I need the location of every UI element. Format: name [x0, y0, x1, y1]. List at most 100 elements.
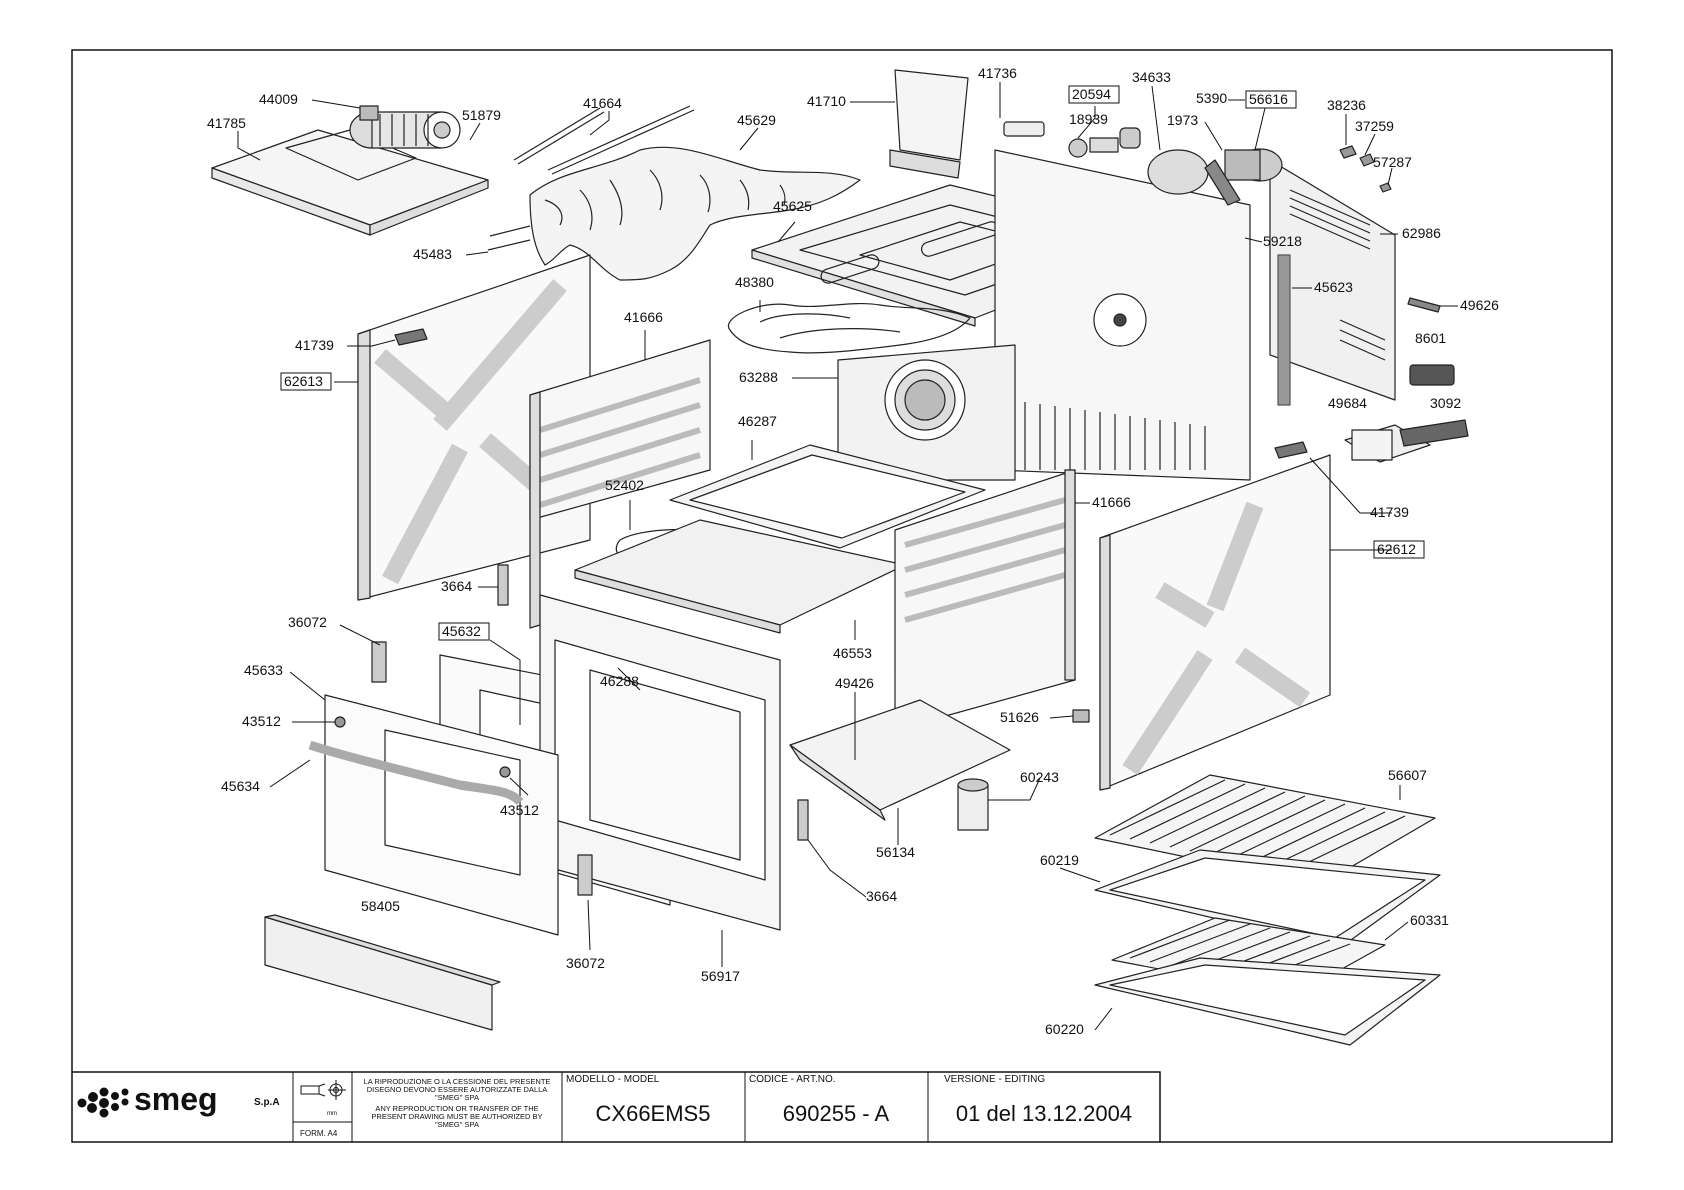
base-tray-drawing	[789, 699, 1011, 821]
version-label: VERSIONE - EDITING	[944, 1074, 1045, 1085]
leader-41664	[589, 111, 610, 136]
part-label-1973: 1973	[1167, 112, 1198, 128]
part-label-56134: 56134	[876, 844, 915, 860]
part-label-48380: 48380	[735, 274, 774, 290]
brand-suffix: S.p.A	[254, 1097, 280, 1108]
leader-60219	[1059, 867, 1101, 883]
leader-3664b	[807, 839, 867, 898]
grill-element-drawing	[727, 302, 971, 354]
leader-20594	[1077, 106, 1096, 139]
leader-46288	[617, 667, 641, 691]
back-panel-drawing	[994, 149, 1396, 481]
leader-37259	[1364, 133, 1376, 156]
leader-45634	[269, 759, 311, 788]
part-label-41666-right: 41666	[1092, 494, 1131, 510]
right-side-panel-drawing	[1099, 454, 1331, 791]
part-label-45633: 45633	[244, 662, 283, 678]
leader-43512b	[509, 777, 529, 796]
title-block: smeg S.p.A mm FORM. A4 LA RIPRODUZIONE O…	[72, 1071, 1161, 1142]
part-label-45632: 45632	[442, 623, 481, 639]
part-label-41739-right: 41739	[1370, 504, 1409, 520]
leader-45483	[465, 251, 489, 256]
part-label-44009: 44009	[259, 91, 298, 107]
part-label-45629: 45629	[737, 112, 776, 128]
units-label: mm	[327, 1111, 337, 1117]
part-label-41739-left: 41739	[295, 337, 334, 353]
notice-line-4: ANY REPRODUCTION OR TRANSFER OF THE	[375, 1104, 538, 1113]
part-label-62613-box	[280, 372, 332, 391]
notice-line-2: DISEGNO DEVONO ESSERE AUTORIZZATE DALLA	[367, 1085, 548, 1094]
part-label-57287: 57287	[1373, 154, 1412, 170]
leader-1973	[1204, 121, 1223, 151]
leader-45625	[777, 221, 796, 243]
insulation-drawing	[529, 146, 861, 281]
part-label-3664-upper: 3664	[441, 578, 472, 594]
part-label-41710: 41710	[807, 93, 846, 109]
part-label-56616-box	[1245, 90, 1297, 109]
cooling-fan-drawing	[349, 105, 461, 149]
kickplate-drawing	[264, 914, 501, 1031]
notice-line-1: LA RIPRODUZIONE O LA CESSIONE DEL PRESEN…	[364, 1077, 551, 1086]
part-label-46553: 46553	[833, 645, 872, 661]
leader-41785	[237, 131, 261, 161]
vent-duct-drawing	[889, 69, 969, 179]
brand-name: smeg	[134, 1081, 218, 1117]
front-frame-drawing	[539, 594, 781, 931]
part-label-20594: 20594	[1072, 86, 1111, 102]
top-panel-drawing	[211, 129, 489, 236]
part-label-37259: 37259	[1355, 118, 1394, 134]
part-label-45483: 45483	[413, 246, 452, 262]
leader-36072b	[587, 899, 591, 951]
part-label-62612-box	[1373, 540, 1425, 559]
part-label-36072-lower: 36072	[566, 955, 605, 971]
leader-51626	[1049, 715, 1074, 719]
part-label-56607: 56607	[1388, 767, 1427, 783]
part-label-45625: 45625	[773, 198, 812, 214]
part-label-45632-box	[438, 622, 490, 641]
smeg-logo: smeg S.p.A	[77, 1081, 280, 1118]
part-label-60219: 60219	[1040, 852, 1079, 868]
part-label-49626: 49626	[1460, 297, 1499, 313]
wire-rack-drawing	[1094, 774, 1436, 886]
part-label-5390: 5390	[1196, 90, 1227, 106]
part-label-56917: 56917	[701, 968, 740, 984]
leader-60220	[1094, 1007, 1113, 1031]
leader-44009	[311, 99, 361, 109]
part-label-62986: 62986	[1402, 225, 1441, 241]
projection-symbol-icon	[300, 1080, 346, 1100]
code-label: CODICE - ART.NO.	[749, 1074, 836, 1085]
leader-45632	[489, 639, 521, 725]
rods-drawing	[487, 105, 695, 251]
part-label-41736: 41736	[978, 65, 1017, 81]
convection-housing-drawing	[837, 344, 1016, 481]
part-label-45634: 45634	[221, 778, 260, 794]
leader-59218	[1244, 237, 1263, 243]
roasting-tray-drawing	[1094, 957, 1441, 1046]
part-label-60220: 60220	[1045, 1021, 1084, 1037]
part-label-41666-left: 41666	[624, 309, 663, 325]
hinges-drawing	[334, 328, 1308, 896]
part-label-56616: 56616	[1249, 91, 1288, 107]
leader-56616	[1254, 107, 1266, 151]
part-label-41664: 41664	[583, 95, 622, 111]
part-label-59218: 59218	[1263, 233, 1302, 249]
part-label-20594-box	[1068, 85, 1120, 104]
leader-60331	[1384, 921, 1409, 941]
part-label-34633: 34633	[1132, 69, 1171, 85]
part-label-46287: 46287	[738, 413, 777, 429]
part-label-49426: 49426	[835, 675, 874, 691]
leader-41739b	[1309, 457, 1392, 514]
model-value: CX66EMS5	[596, 1101, 711, 1126]
leader-41739a	[347, 339, 396, 347]
leader-60243	[988, 777, 1041, 801]
part-label-49684: 49684	[1328, 395, 1367, 411]
part-label-36072-upper: 36072	[288, 614, 327, 630]
drawing-frame	[71, 49, 1613, 1143]
leader-51879	[469, 122, 481, 141]
form-label: FORM. A4	[300, 1129, 338, 1138]
notice-line-6: "SMEG" SPA	[435, 1120, 479, 1129]
leader-36072a	[339, 624, 381, 646]
part-label-8601: 8601	[1415, 330, 1446, 346]
small-components-drawing	[1003, 121, 1469, 463]
